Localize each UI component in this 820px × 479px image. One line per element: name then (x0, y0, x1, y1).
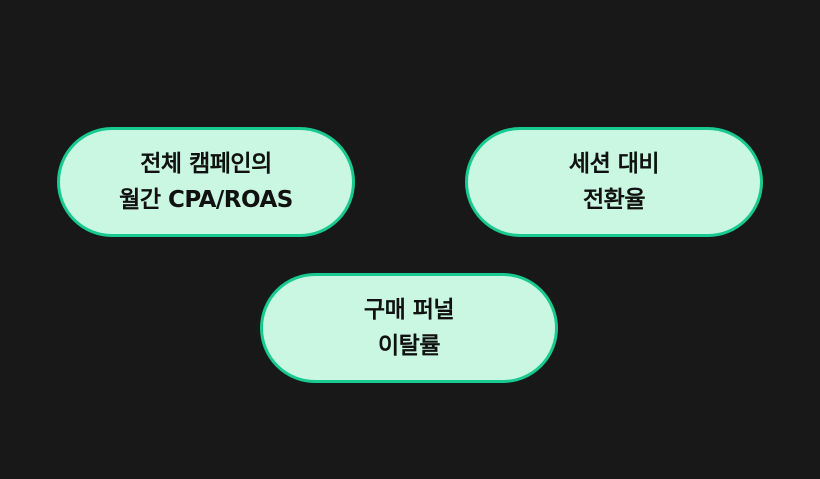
node-label-line: 이탈률 (378, 333, 440, 359)
metric-node-session-conversion: 세션 대비 전환율 (465, 127, 763, 237)
node-label-line: 구매 퍼널 (363, 297, 455, 323)
node-label-line: 전환율 (583, 187, 645, 213)
metric-node-campaign-cpa-roas: 전체 캠페인의 월간 CPA/ROAS (57, 127, 355, 237)
node-label-line: 월간 CPA/ROAS (119, 187, 293, 213)
metric-node-funnel-dropoff: 구매 퍼널 이탈률 (260, 273, 558, 383)
node-label-line: 세션 대비 (568, 151, 660, 177)
node-label-line: 전체 캠페인의 (140, 151, 272, 177)
